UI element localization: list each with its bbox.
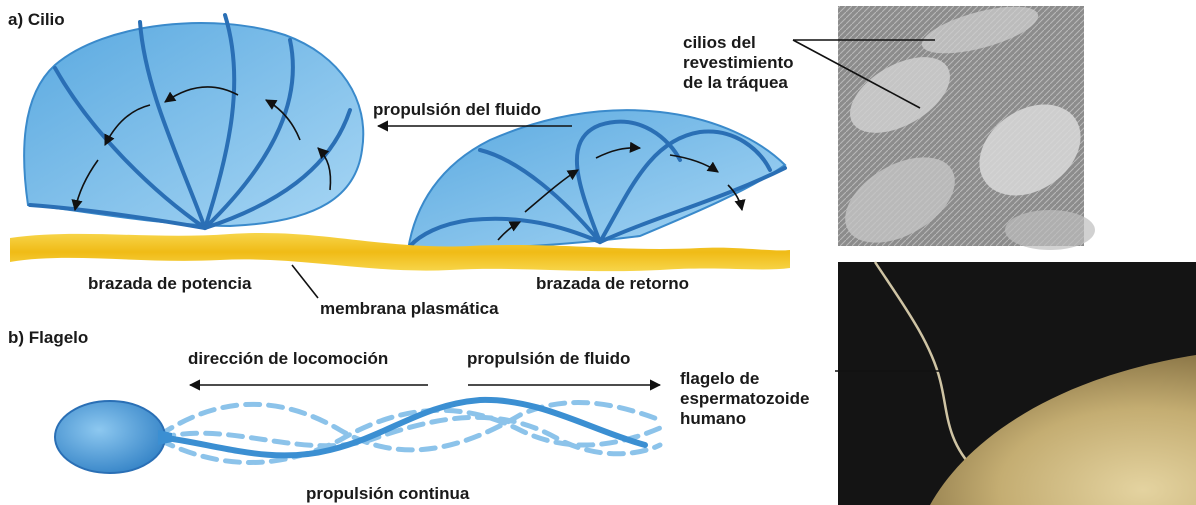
trachea-cilia-label: cilios del revestimiento de la tráquea xyxy=(683,33,794,92)
return-stroke-cilium xyxy=(406,109,787,252)
trachea-cilia-photo xyxy=(838,6,1095,250)
fluid-propulsion-label-a: propulsión del fluido xyxy=(373,100,542,119)
plasma-membrane-band xyxy=(10,232,790,272)
sperm-flagellum-photo xyxy=(838,261,1196,505)
sperm-flagellum-label: flagelo de espermatozoide humano xyxy=(680,369,810,428)
power-stroke-cilium xyxy=(23,13,365,230)
fluid-propulsion-label-b: propulsión de fluido xyxy=(467,349,631,368)
plasma-membrane-pointer xyxy=(291,264,319,299)
continuous-propulsion-label: propulsión continua xyxy=(306,484,470,503)
part-b-title: b) Flagelo xyxy=(8,328,89,347)
plasma-membrane-label: membrana plasmática xyxy=(320,299,499,318)
return-stroke-label: brazada de retorno xyxy=(536,274,690,293)
sperm-diagram xyxy=(54,396,663,474)
part-a-title: a) Cilio xyxy=(8,10,65,29)
power-stroke-label: brazada de potencia xyxy=(88,274,252,293)
trachea-label-pointers xyxy=(792,39,935,109)
locomotion-direction-label: dirección de locomoción xyxy=(188,349,389,368)
